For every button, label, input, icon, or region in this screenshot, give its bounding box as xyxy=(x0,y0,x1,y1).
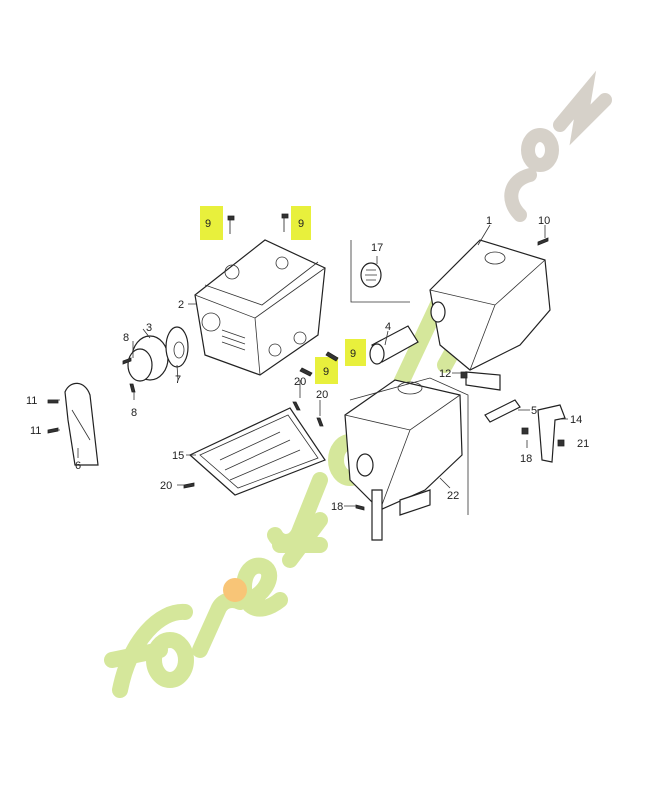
highlight-boxes xyxy=(200,206,366,384)
callout-18b: 18 xyxy=(331,501,343,513)
callout-18a: 18 xyxy=(520,453,532,465)
spark-arrester-part-4 xyxy=(369,325,419,365)
callout-8a: 8 xyxy=(123,332,129,344)
callout-17: 17 xyxy=(371,242,383,254)
callout-22: 22 xyxy=(447,490,459,502)
protector-tray-part-15 xyxy=(183,401,326,496)
watermark-logo xyxy=(104,70,612,698)
muffler-part-22 xyxy=(344,377,469,541)
callout-9a: 9 xyxy=(205,218,211,230)
callout-10: 10 xyxy=(538,215,550,227)
callout-8b: 8 xyxy=(131,407,137,419)
callout-9b: 9 xyxy=(298,218,304,230)
callout-20b: 20 xyxy=(316,389,328,401)
muffler-part-1 xyxy=(429,237,551,391)
callout-11b: 11 xyxy=(30,425,41,437)
highlight-9d xyxy=(315,357,338,384)
callout-20a: 20 xyxy=(294,376,306,388)
callout-6: 6 xyxy=(75,460,81,472)
highlight-9a xyxy=(200,206,223,240)
callout-4: 4 xyxy=(385,321,391,333)
callout-2: 2 xyxy=(178,299,184,311)
bracket-part-14 xyxy=(521,404,566,463)
callout-12: 12 xyxy=(439,368,451,380)
callout-9c: 9 xyxy=(350,348,356,360)
screws-part-8 xyxy=(122,357,136,393)
callout-11a: 11 xyxy=(26,395,37,407)
highlight-9c xyxy=(345,339,366,366)
gasket-part-5 xyxy=(484,399,521,423)
callout-15: 15 xyxy=(172,450,184,462)
highlight-9b xyxy=(291,206,311,240)
screen-part-17 xyxy=(350,240,410,303)
callout-20c: 20 xyxy=(160,480,172,492)
callout-9d: 9 xyxy=(323,366,329,378)
callout-labels: 9 9 9 9 1 2 3 4 5 6 7 8 8 10 11 11 12 14… xyxy=(26,215,589,513)
callout-7: 7 xyxy=(175,374,181,386)
callout-21: 21 xyxy=(577,438,589,450)
muffler-protector-part-2 xyxy=(194,239,326,376)
leader-lines xyxy=(48,224,568,507)
gasket-part-7 xyxy=(165,326,189,368)
callout-5: 5 xyxy=(531,405,537,417)
callout-3: 3 xyxy=(146,322,152,334)
bolts-part-9 xyxy=(227,213,339,377)
callout-14: 14 xyxy=(570,414,582,426)
bracket-part-6 xyxy=(47,382,99,466)
callout-1: 1 xyxy=(486,215,492,227)
cap-part-3 xyxy=(127,335,169,382)
